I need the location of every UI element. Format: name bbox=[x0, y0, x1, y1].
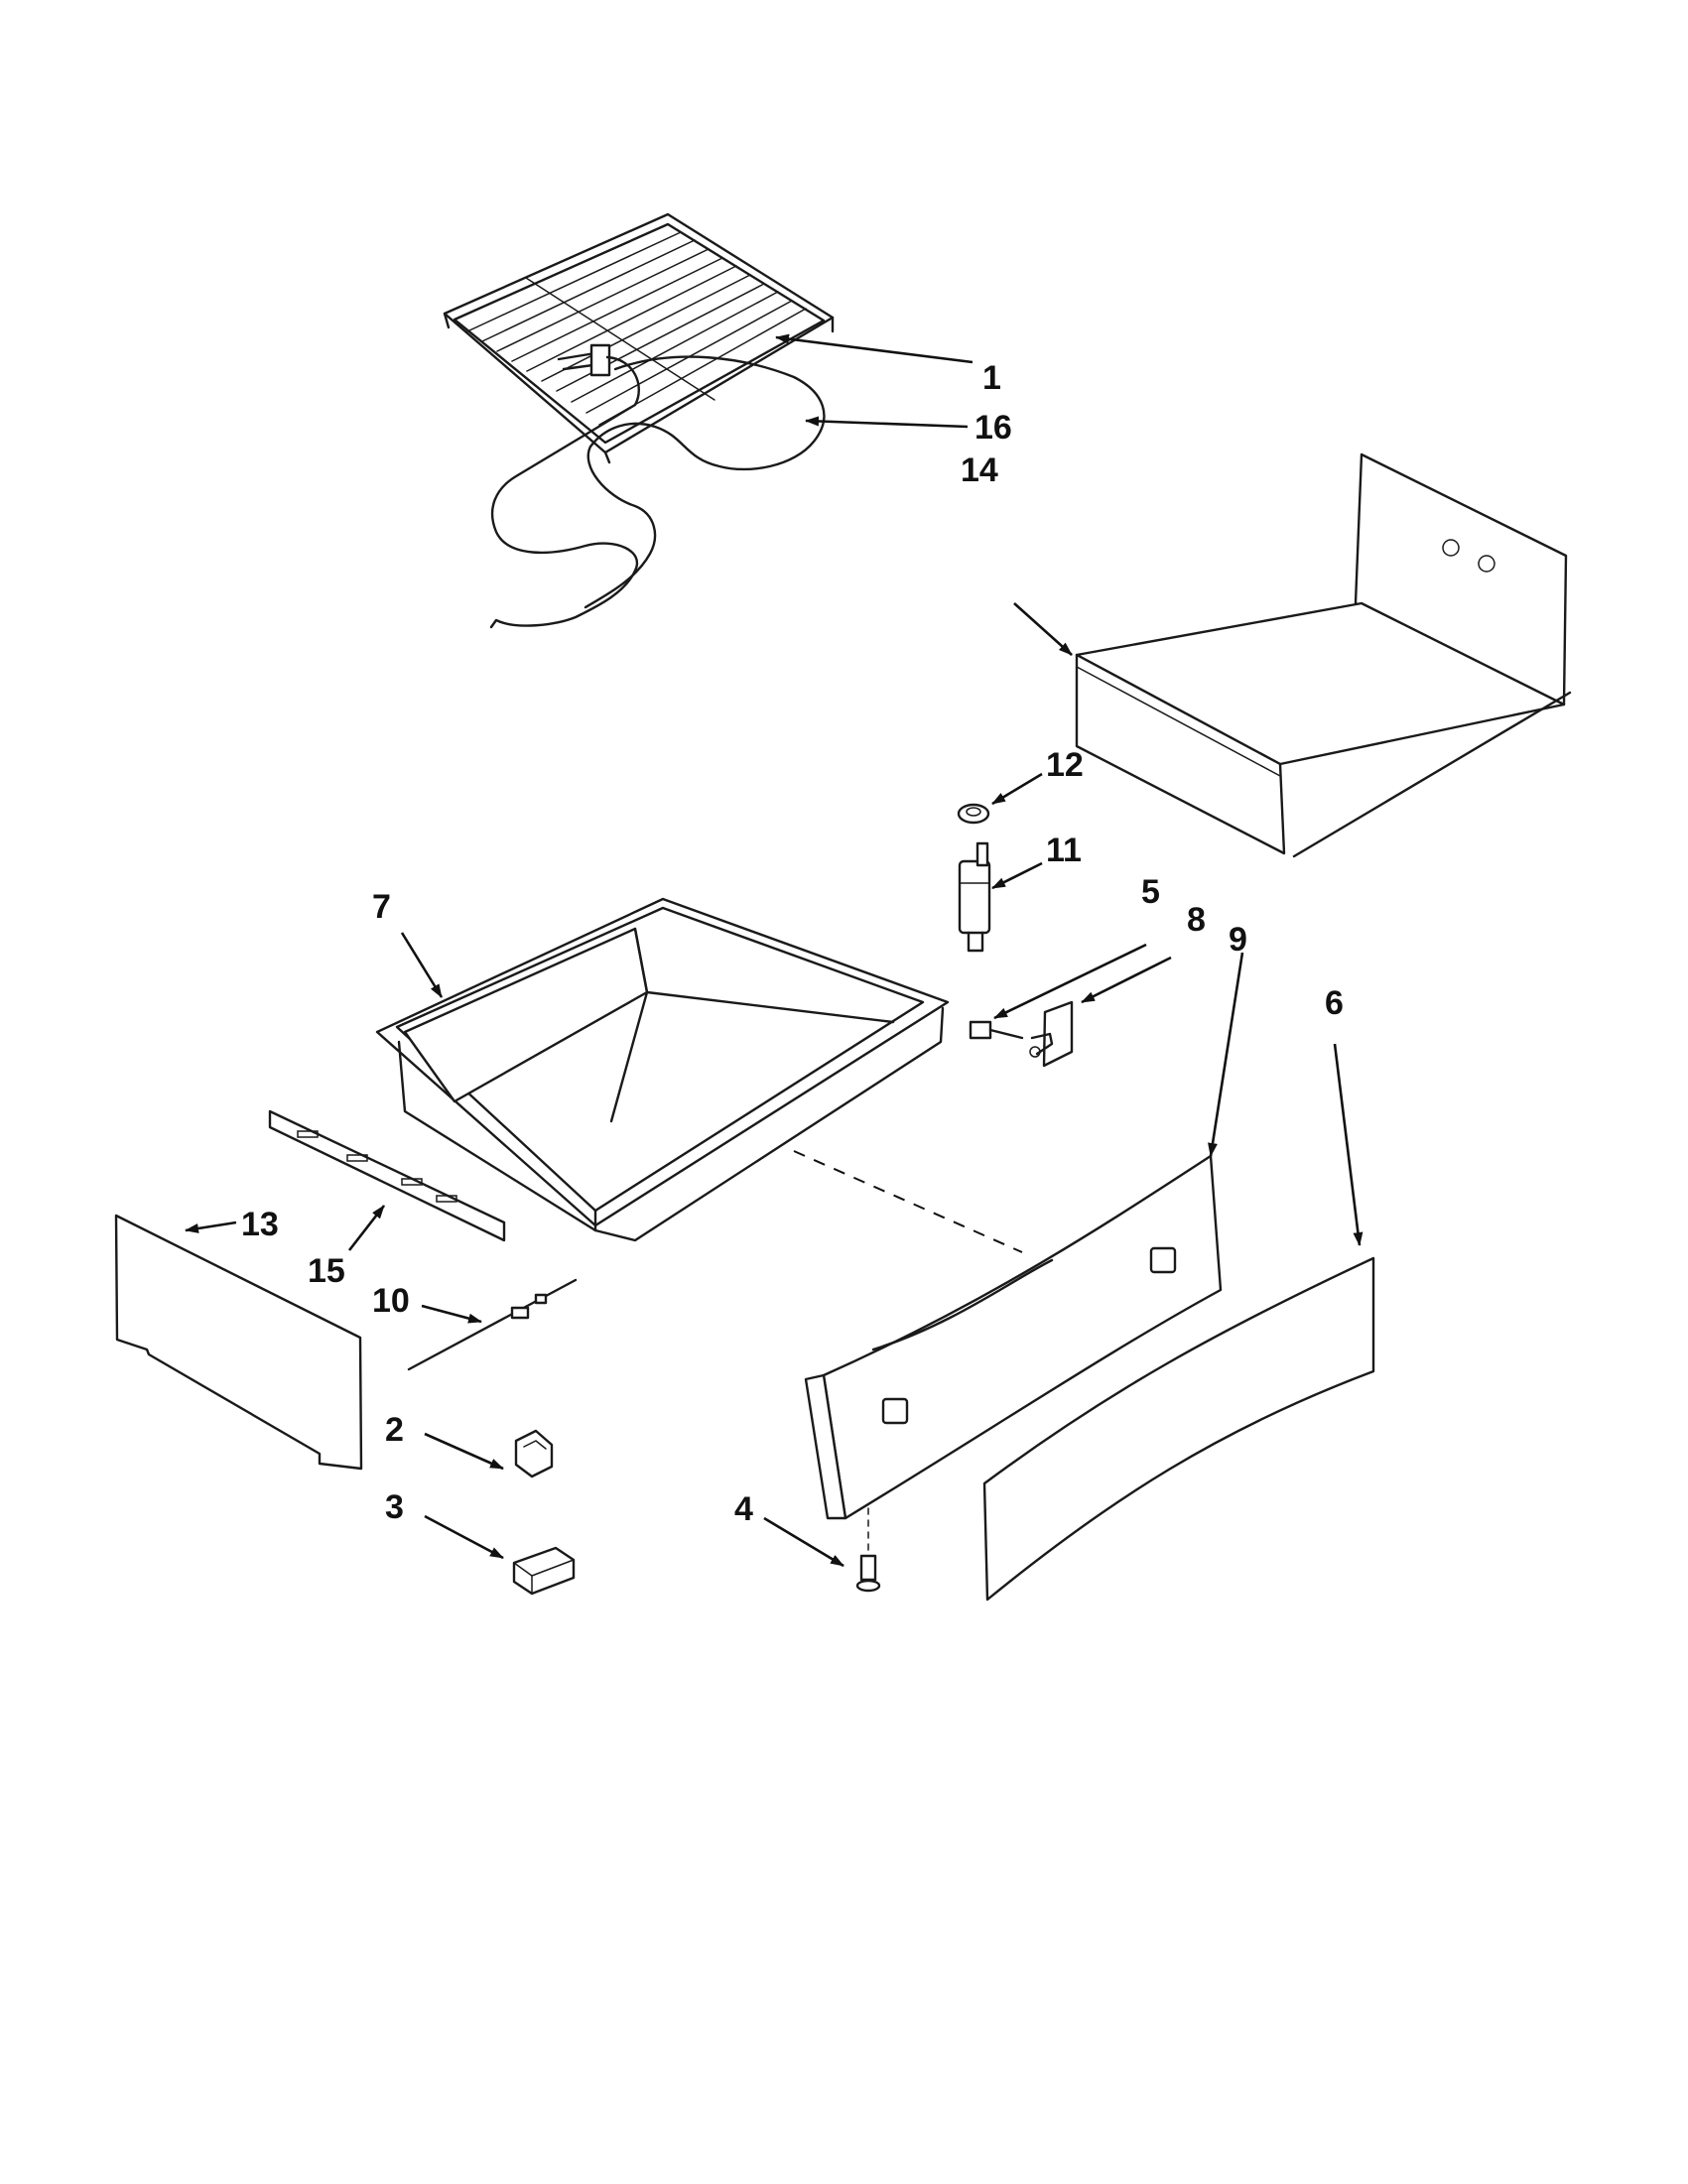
assembly-dash-line bbox=[793, 1150, 1023, 1253]
foam-block bbox=[512, 1546, 576, 1596]
callout-5: 5 bbox=[1141, 873, 1160, 911]
rear-panel bbox=[114, 1214, 363, 1471]
callout-1: 1 bbox=[982, 359, 1001, 397]
storage-drawer-liner bbox=[1075, 452, 1572, 858]
callout-8: 8 bbox=[1187, 901, 1206, 939]
callout-16: 16 bbox=[974, 409, 1012, 447]
callout-2: 2 bbox=[385, 1411, 404, 1449]
hex-nut bbox=[957, 803, 990, 825]
callout-arrows bbox=[185, 333, 1363, 1568]
drawer-trim-panel bbox=[982, 1256, 1375, 1602]
front-screw bbox=[855, 1507, 881, 1593]
callout-12: 12 bbox=[1046, 746, 1084, 784]
oven-rack bbox=[443, 212, 835, 464]
callout-10: 10 bbox=[372, 1282, 410, 1320]
storage-drawer-pan bbox=[375, 897, 950, 1242]
callout-11: 11 bbox=[1046, 832, 1082, 869]
callout-6: 6 bbox=[1325, 984, 1344, 1022]
callout-13: 13 bbox=[241, 1206, 279, 1243]
callout-labels: 1 16 14 12 11 7 5 8 9 6 13 15 10 2 3 4 bbox=[241, 359, 1344, 1528]
control-knob bbox=[514, 1429, 554, 1478]
callout-14: 14 bbox=[961, 451, 998, 489]
drawer-slide-bracket bbox=[268, 1109, 506, 1242]
callout-15: 15 bbox=[308, 1252, 345, 1290]
callout-4: 4 bbox=[734, 1490, 753, 1528]
callout-9: 9 bbox=[1229, 921, 1247, 959]
drawer-screw bbox=[969, 1020, 1024, 1040]
callout-3: 3 bbox=[385, 1488, 404, 1526]
sensor-wire bbox=[407, 1278, 578, 1371]
mounting-clip bbox=[1029, 1000, 1074, 1068]
thermal-switch bbox=[958, 841, 991, 953]
bake-element bbox=[489, 343, 826, 629]
callout-7: 7 bbox=[372, 888, 391, 926]
drawer-front bbox=[804, 1154, 1223, 1520]
